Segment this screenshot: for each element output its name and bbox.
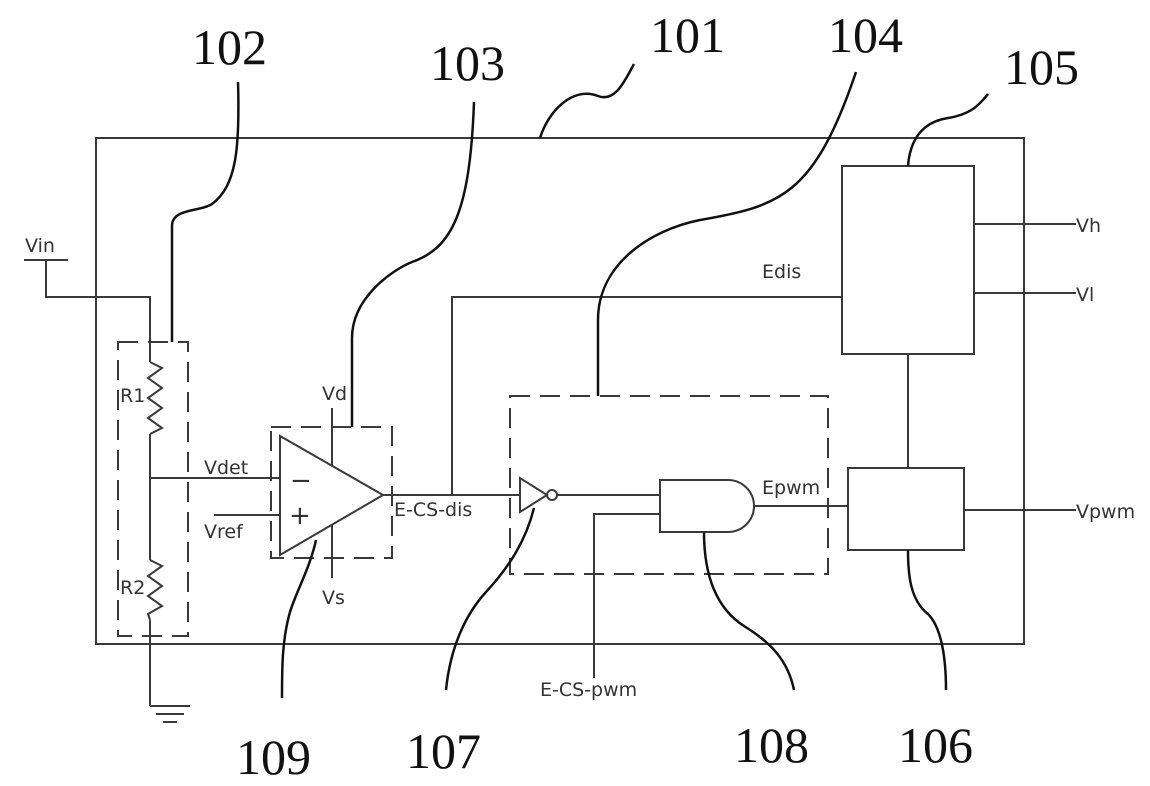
e-cs-pwm-wire (593, 513, 660, 678)
vref-label: Vref (204, 521, 244, 543)
e-cs-pwm-label: E-CS-pwm (540, 679, 637, 701)
vl-label: Vl (1076, 284, 1094, 306)
ref-106: 106 (898, 717, 973, 773)
vd-label: Vd (322, 383, 347, 405)
inverter-triangle (519, 476, 549, 514)
resistor-r2 (146, 559, 164, 621)
leader-104 (596, 71, 858, 396)
r2-label: R2 (120, 577, 145, 599)
vh-label: Vh (1076, 215, 1101, 237)
leader-105 (906, 93, 989, 167)
divider-dashed-box (117, 341, 189, 637)
r1-label: R1 (120, 385, 145, 407)
leader-107 (444, 507, 536, 691)
chip-boundary (95, 137, 1025, 645)
vin-label: Vin (25, 235, 55, 257)
resistor-r1 (146, 361, 164, 435)
vdet-label: Vdet (204, 457, 248, 479)
ref-107: 107 (406, 723, 481, 779)
ref-101: 101 (650, 7, 725, 63)
vs-label: Vs (322, 587, 345, 609)
e-cs-dis-label: E-CS-dis (394, 499, 472, 521)
leader-102 (170, 81, 240, 342)
logic-dashed-box (509, 395, 829, 575)
ref-103: 103 (430, 35, 505, 91)
leader-103 (350, 101, 476, 427)
epwm-label: Epwm (762, 477, 820, 499)
ref-104: 104 (828, 7, 903, 63)
leader-106 (906, 549, 948, 691)
vpwm-label: Vpwm (1076, 501, 1135, 523)
leader-109 (280, 539, 318, 699)
driver-upper-box (841, 165, 975, 355)
ref-102: 102 (192, 19, 267, 75)
edis-label: Edis (762, 261, 801, 283)
edis-wire (451, 296, 842, 495)
ref-109: 109 (236, 729, 311, 785)
vin-wire (45, 260, 151, 362)
ref-108: 108 (734, 717, 809, 773)
leader-101 (538, 63, 636, 139)
driver-lower-box (847, 467, 965, 551)
ref-105: 105 (1004, 39, 1079, 95)
comparator-plus-sign: + (289, 501, 311, 531)
leader-108 (702, 531, 796, 691)
and-gate (659, 479, 755, 533)
comparator-minus-sign: − (290, 466, 312, 496)
